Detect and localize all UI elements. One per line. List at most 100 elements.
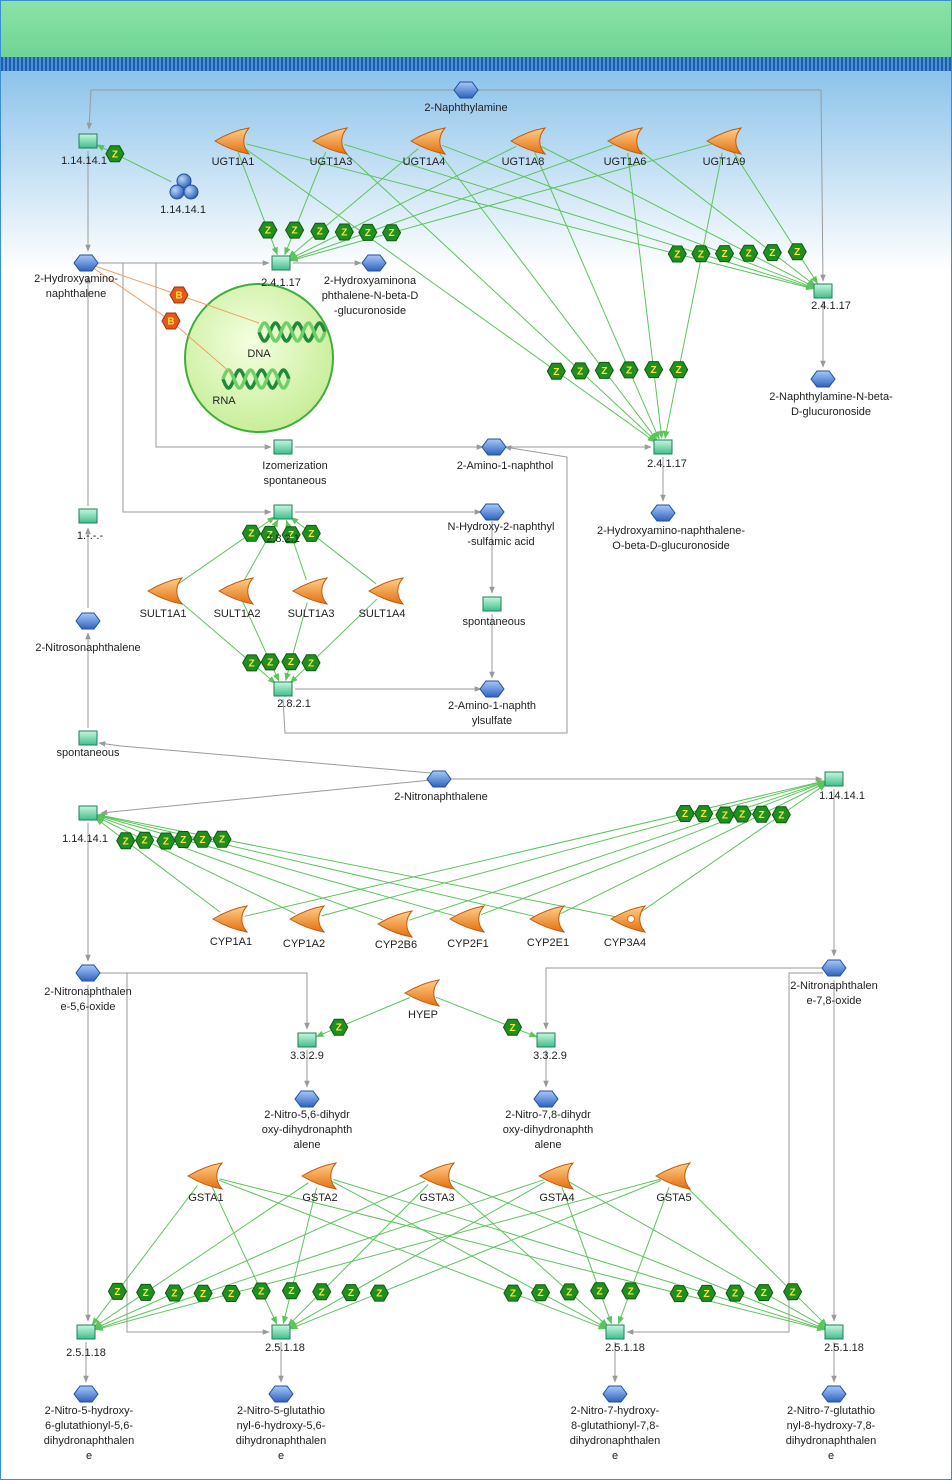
activation-badge[interactable]: Z — [242, 654, 262, 672]
activation-badge[interactable]: Z — [694, 805, 714, 823]
enzyme-node[interactable] — [449, 905, 486, 933]
metabolite-node[interactable] — [75, 612, 101, 630]
enzyme-node[interactable] — [289, 905, 326, 933]
metabolite-node[interactable] — [821, 1385, 847, 1403]
activation-badge[interactable]: Z — [105, 145, 125, 163]
activation-badge[interactable]: Z — [221, 1285, 241, 1302]
metabolite-node[interactable] — [361, 254, 387, 272]
activation-badge[interactable]: Z — [771, 806, 791, 824]
activation-badge[interactable]: Z — [725, 1284, 745, 1302]
binding-badge[interactable]: B — [169, 286, 189, 304]
activation-badge[interactable]: Z — [594, 361, 614, 379]
activation-badge[interactable]: Z — [530, 1284, 551, 1302]
activation-badge[interactable]: Z — [382, 224, 402, 242]
reaction-node[interactable] — [273, 504, 293, 520]
activation-badge[interactable]: Z — [107, 1282, 127, 1300]
reaction-node[interactable] — [813, 283, 833, 299]
activation-badge[interactable]: Z — [762, 244, 782, 262]
activation-badge[interactable]: Z — [732, 805, 752, 823]
activation-badge[interactable]: Z — [644, 361, 664, 379]
enzyme-node[interactable] — [301, 1162, 338, 1190]
activation-badge[interactable]: Z — [697, 1284, 717, 1302]
metabolite-node[interactable] — [453, 81, 479, 99]
metabolite-node[interactable] — [73, 1385, 99, 1403]
activation-badge[interactable]: Z — [691, 245, 711, 263]
metabolite-node[interactable] — [75, 964, 101, 982]
enzyme-node[interactable] — [187, 1162, 224, 1190]
metabolite-node[interactable] — [533, 1090, 559, 1108]
enzyme-node[interactable] — [377, 910, 414, 938]
activation-badge[interactable]: Z — [136, 1283, 156, 1301]
activation-badge[interactable]: Z — [669, 1285, 689, 1303]
enzyme-node[interactable] — [706, 127, 743, 155]
reaction-node[interactable] — [78, 508, 98, 524]
activation-badge[interactable]: Z — [334, 223, 354, 241]
metabolite-node[interactable] — [426, 770, 452, 788]
activation-badge[interactable]: Z — [285, 221, 305, 239]
activation-badge[interactable]: Z — [116, 832, 136, 850]
activation-badge[interactable]: Z — [164, 1284, 184, 1302]
activation-badge[interactable]: Z — [503, 1284, 523, 1302]
activation-badge[interactable]: Z — [502, 1018, 523, 1036]
reaction-node[interactable] — [536, 1032, 556, 1048]
activation-badge[interactable]: Z — [369, 1284, 389, 1302]
enzyme-node[interactable] — [510, 127, 547, 155]
activation-badge[interactable]: Z — [619, 361, 639, 379]
enzyme-node[interactable] — [368, 577, 405, 605]
activation-badge[interactable]: Z — [590, 1282, 610, 1300]
activation-badge[interactable]: Z — [251, 1282, 271, 1300]
metabolite-node[interactable] — [479, 680, 505, 698]
enzyme-node[interactable] — [212, 905, 249, 933]
reaction-node[interactable] — [273, 439, 293, 455]
reaction-node[interactable] — [297, 1032, 317, 1048]
activation-badge[interactable]: Z — [156, 832, 176, 850]
reaction-node[interactable] — [78, 805, 98, 821]
metabolite-node[interactable] — [481, 438, 507, 456]
enzyme-node[interactable] — [147, 577, 184, 605]
enzyme-node[interactable] — [529, 905, 566, 933]
reaction-node[interactable] — [78, 133, 98, 149]
reaction-node[interactable] — [482, 596, 502, 612]
metabolite-node[interactable] — [294, 1090, 320, 1108]
activation-badge[interactable]: Z — [754, 1284, 774, 1302]
enzyme-node[interactable] — [292, 577, 329, 605]
enzyme-node[interactable] — [312, 127, 349, 155]
activation-badge[interactable]: Z — [752, 805, 772, 823]
enzyme-node[interactable] — [655, 1162, 692, 1190]
reaction-node[interactable] — [824, 771, 844, 787]
activation-badge[interactable]: Z — [341, 1284, 361, 1302]
reaction-node[interactable] — [271, 1324, 291, 1340]
activation-badge[interactable]: Z — [192, 830, 213, 848]
metabolite-node[interactable] — [602, 1385, 628, 1403]
activation-badge[interactable]: Z — [559, 1283, 579, 1301]
activation-badge[interactable]: Z — [260, 525, 280, 543]
enzyme-node[interactable] — [410, 127, 447, 155]
activation-badge[interactable]: Z — [281, 526, 301, 544]
complex-node[interactable] — [169, 173, 199, 200]
activation-badge[interactable]: Z — [310, 222, 330, 240]
enzyme-node[interactable] — [419, 1162, 456, 1190]
activation-badge[interactable]: Z — [783, 1283, 803, 1301]
enzyme-node[interactable] — [607, 127, 644, 155]
activation-badge[interactable]: Z — [675, 805, 695, 822]
activation-badge[interactable]: Z — [312, 1283, 332, 1301]
reaction-node[interactable] — [78, 730, 98, 746]
enzyme-node[interactable] — [610, 905, 647, 933]
activation-badge[interactable]: Z — [241, 524, 261, 542]
activation-badge[interactable]: Z — [258, 221, 278, 239]
reaction-node[interactable] — [653, 439, 673, 455]
metabolite-node[interactable] — [821, 959, 847, 977]
activation-badge[interactable]: Z — [301, 654, 321, 672]
reaction-node[interactable] — [824, 1324, 844, 1340]
activation-badge[interactable]: Z — [787, 243, 807, 261]
activation-badge[interactable]: Z — [212, 830, 232, 848]
reaction-node[interactable] — [76, 1324, 96, 1340]
activation-badge[interactable]: Z — [358, 223, 378, 241]
activation-badge[interactable]: Z — [193, 1284, 213, 1302]
activation-badge[interactable]: Z — [739, 244, 759, 262]
activation-badge[interactable]: Z — [570, 362, 590, 380]
activation-badge[interactable]: Z — [329, 1018, 349, 1036]
binding-badge[interactable]: B — [161, 312, 181, 330]
activation-badge[interactable]: Z — [546, 362, 566, 380]
activation-badge[interactable]: Z — [281, 1282, 301, 1300]
